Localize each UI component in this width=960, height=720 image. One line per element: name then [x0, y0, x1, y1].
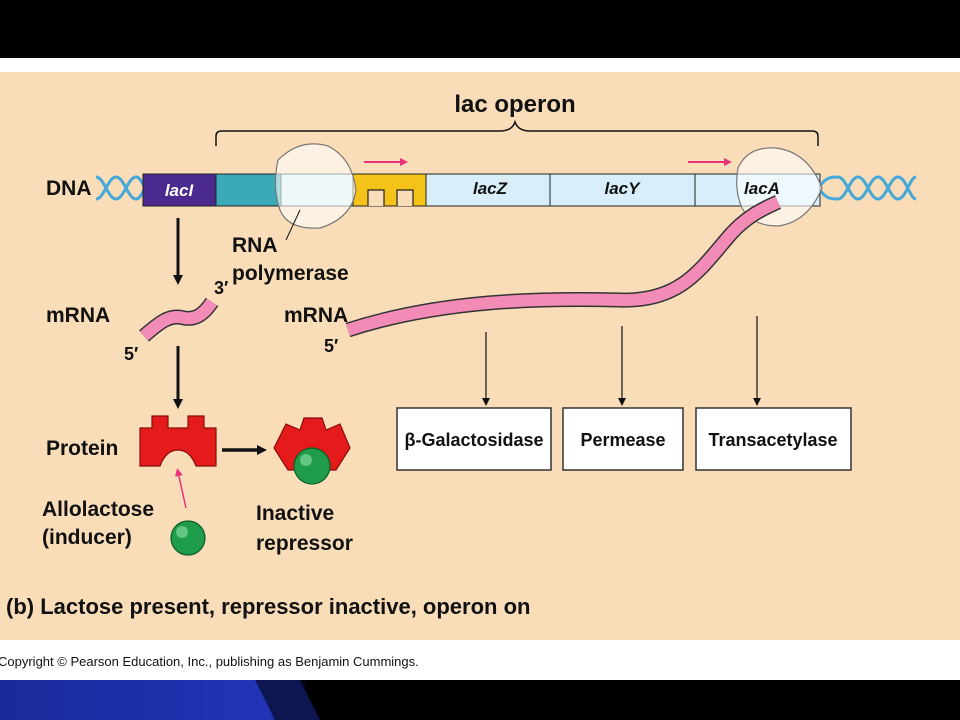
bottom-bar-graphic — [0, 680, 960, 720]
b-galactosidase-label: β-Galactosidase — [404, 430, 543, 450]
five-prime-right: 5′ — [324, 336, 338, 356]
permease-label: Permease — [580, 430, 665, 450]
rna-polymerase-left — [274, 143, 357, 229]
rna-polymerase-label-1: RNA — [232, 234, 278, 257]
operon-mrna-fill — [346, 196, 781, 336]
copyright-text: Copyright © Pearson Education, Inc., pub… — [0, 654, 419, 669]
laci-mrna-fill — [140, 298, 217, 341]
top-black-bar — [0, 0, 960, 58]
lacz-segment — [425, 173, 551, 207]
five-prime-left: 5′ — [124, 344, 138, 364]
allolactose-label-2: (inducer) — [42, 526, 132, 549]
operator-segment — [352, 173, 427, 207]
b-galactosidase-box — [396, 407, 552, 471]
mrna-left-label: mRNA — [46, 304, 110, 327]
transacetylase-label: Transacetylase — [708, 430, 837, 450]
laci-label: lacI — [165, 181, 195, 200]
white-band — [0, 58, 960, 72]
dna-helix-left — [95, 175, 146, 201]
rna-polymerase-pointer — [285, 209, 301, 241]
permease-box — [562, 407, 684, 471]
lacy-label: lacY — [605, 179, 642, 198]
inactive-label-2: repressor — [256, 532, 353, 555]
dna-helix-right — [818, 175, 917, 201]
three-prime: 3′ — [214, 278, 228, 298]
operator-notches — [367, 189, 414, 206]
protein-label: Protein — [46, 437, 118, 460]
dna-label: DNA — [46, 177, 92, 200]
bottom-bar — [0, 680, 960, 720]
inactive-label-1: Inactive — [256, 502, 334, 525]
lacz-label: lacZ — [473, 179, 508, 198]
lacy-segment — [549, 173, 696, 207]
inactive-repressor — [273, 417, 351, 485]
mrna-right-label: mRNA — [284, 304, 348, 327]
inducer-arrow — [174, 468, 187, 509]
allolactose-molecule — [170, 520, 206, 556]
transacetylase-box — [695, 407, 852, 471]
operon-brace — [215, 119, 819, 146]
laca-label: lacA — [744, 179, 780, 198]
rna-polymerase-label-2: polymerase — [232, 262, 349, 285]
allolactose-label-1: Allolactose — [42, 498, 154, 521]
operon-label: lac operon — [454, 91, 575, 118]
footer-band — [0, 640, 960, 680]
figure-caption: (b) Lactose present, repressor inactive,… — [6, 594, 530, 619]
repressor-protein — [139, 415, 217, 467]
promoter-segment — [215, 173, 282, 207]
